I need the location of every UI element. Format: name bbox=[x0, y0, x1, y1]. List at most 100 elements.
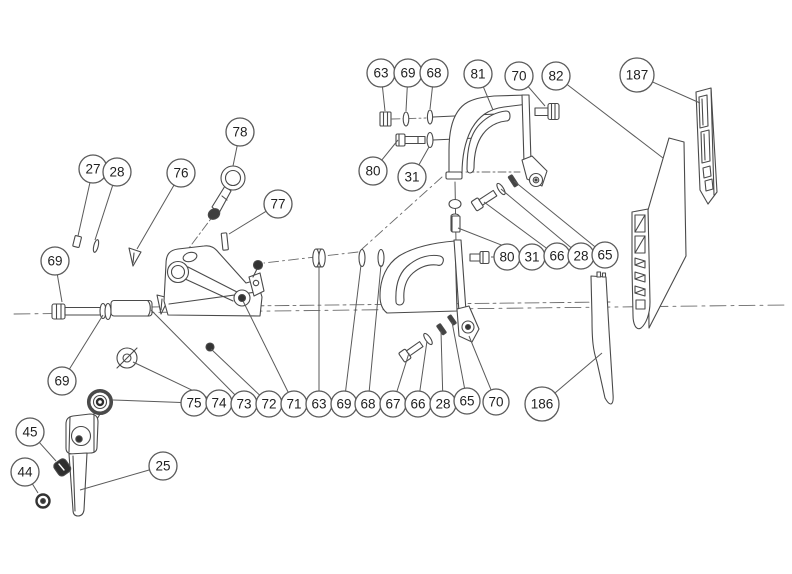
balloon-186[interactable]: 186 bbox=[524, 386, 560, 422]
balloon-circle[interactable] bbox=[47, 366, 77, 396]
balloon-82[interactable]: 82 bbox=[541, 61, 571, 91]
leader-line-44 bbox=[31, 483, 39, 494]
balloon-66[interactable]: 66 bbox=[404, 390, 432, 418]
balloon-label: 71 bbox=[286, 397, 301, 412]
balloon-circle[interactable] bbox=[40, 246, 70, 276]
leader-line-68 bbox=[429, 86, 433, 110]
balloon-circle[interactable] bbox=[225, 117, 255, 147]
balloon-label: 67 bbox=[385, 397, 400, 412]
balloon-circle[interactable] bbox=[419, 58, 449, 88]
balloon-label: 72 bbox=[261, 397, 276, 412]
balloon-circle[interactable] bbox=[482, 388, 510, 416]
spacer-tube-part-73 bbox=[110, 299, 153, 317]
balloon-69[interactable]: 69 bbox=[330, 390, 358, 418]
balloon-28[interactable]: 28 bbox=[429, 390, 457, 418]
leader-line-78 bbox=[232, 145, 238, 167]
balloon-65[interactable]: 65 bbox=[591, 241, 619, 269]
leader-line-31 bbox=[418, 146, 430, 166]
balloon-187[interactable]: 187 bbox=[619, 57, 655, 93]
balloon-69[interactable]: 69 bbox=[393, 58, 423, 88]
nut-small-black bbox=[252, 259, 264, 278]
balloon-45[interactable]: 45 bbox=[15, 417, 45, 447]
balloon-circle[interactable] bbox=[619, 57, 655, 93]
balloon-80[interactable]: 80 bbox=[493, 243, 521, 271]
pin-part-27 bbox=[72, 235, 82, 249]
balloon-28[interactable]: 28 bbox=[567, 242, 595, 270]
spacer-sleeve-part-63 bbox=[312, 248, 326, 268]
balloon-27[interactable]: 27 bbox=[78, 154, 108, 184]
balloon-label: 186 bbox=[531, 397, 554, 412]
balloon-circle[interactable] bbox=[453, 387, 481, 415]
balloon-label: 69 bbox=[400, 66, 415, 81]
balloon-label: 25 bbox=[155, 459, 170, 474]
balloon-circle[interactable] bbox=[591, 241, 619, 269]
leader-line-69 bbox=[405, 86, 408, 112]
balloon-76[interactable]: 76 bbox=[166, 158, 196, 188]
balloon-label: 28 bbox=[573, 249, 588, 264]
balloon-label: 74 bbox=[211, 396, 227, 411]
balloon-70[interactable]: 70 bbox=[504, 61, 534, 91]
balloon-label: 65 bbox=[459, 394, 474, 409]
balloon-label: 63 bbox=[373, 66, 388, 81]
balloon-44[interactable]: 44 bbox=[10, 457, 40, 487]
balloon-68[interactable]: 68 bbox=[419, 58, 449, 88]
balloon-25[interactable]: 25 bbox=[148, 451, 178, 481]
balloon-65[interactable]: 65 bbox=[453, 387, 481, 415]
balloon-label: 31 bbox=[404, 170, 419, 185]
leader-line-70 bbox=[527, 86, 546, 107]
knurled-gear-part-75 bbox=[85, 388, 114, 432]
balloon-label: 66 bbox=[410, 397, 425, 412]
balloon-66[interactable]: 66 bbox=[543, 242, 571, 270]
balloon-80[interactable]: 80 bbox=[358, 156, 388, 186]
leader-line-81 bbox=[482, 86, 494, 111]
balloon-78[interactable]: 78 bbox=[225, 117, 255, 147]
balloon-69[interactable]: 69 bbox=[47, 366, 77, 396]
arm-part-25 bbox=[65, 413, 99, 517]
balloon-73[interactable]: 73 bbox=[230, 390, 258, 418]
balloon-71[interactable]: 71 bbox=[280, 390, 308, 418]
leader-line-77 bbox=[228, 210, 267, 235]
balloon-81[interactable]: 81 bbox=[463, 59, 493, 89]
trunnion-bracket bbox=[163, 245, 265, 317]
pin-part-28-lower bbox=[436, 323, 447, 336]
balloon-77[interactable]: 77 bbox=[263, 189, 293, 219]
balloon-63[interactable]: 63 bbox=[366, 58, 396, 88]
bolt-part-69-left bbox=[51, 303, 102, 320]
balloon-circle[interactable] bbox=[358, 156, 388, 186]
balloon-31[interactable]: 31 bbox=[518, 243, 546, 271]
balloon-label: 78 bbox=[232, 125, 247, 140]
leader-line-70 bbox=[468, 335, 492, 391]
balloon-68[interactable]: 68 bbox=[354, 390, 382, 418]
balloon-circle[interactable] bbox=[148, 451, 178, 481]
balloon-circle[interactable] bbox=[263, 189, 293, 219]
balloon-circle[interactable] bbox=[524, 386, 560, 422]
balloon-circle[interactable] bbox=[504, 61, 534, 91]
balloon-circle[interactable] bbox=[166, 158, 196, 188]
balloon-circle[interactable] bbox=[463, 59, 493, 89]
leader-line-69 bbox=[56, 274, 63, 303]
bolt-part-80-top bbox=[395, 133, 426, 147]
balloon-31[interactable]: 31 bbox=[397, 162, 427, 192]
balloon-circle[interactable] bbox=[102, 157, 132, 187]
balloon-label: 66 bbox=[549, 249, 564, 264]
balloon-label: 76 bbox=[173, 166, 188, 181]
balloon-72[interactable]: 72 bbox=[255, 390, 283, 418]
leader-line-27 bbox=[77, 182, 91, 237]
balloon-67[interactable]: 67 bbox=[379, 390, 407, 418]
balloon-label: 81 bbox=[470, 67, 485, 82]
balloon-63[interactable]: 63 bbox=[305, 390, 333, 418]
balloon-label: 45 bbox=[22, 425, 37, 440]
balloon-70[interactable]: 70 bbox=[482, 388, 510, 416]
balloon-74[interactable]: 74 bbox=[205, 389, 233, 417]
balloon-75[interactable]: 75 bbox=[180, 389, 208, 417]
balloon-circle[interactable] bbox=[10, 457, 40, 487]
washer-part-68-center bbox=[377, 248, 385, 268]
balloon-label: 77 bbox=[270, 197, 285, 212]
balloon-28[interactable]: 28 bbox=[102, 157, 132, 187]
leader-line-69 bbox=[68, 314, 104, 370]
balloon-circle[interactable] bbox=[397, 162, 427, 192]
balloon-circle[interactable] bbox=[541, 61, 571, 91]
balloon-69[interactable]: 69 bbox=[40, 246, 70, 276]
balloon-circle[interactable] bbox=[15, 417, 45, 447]
